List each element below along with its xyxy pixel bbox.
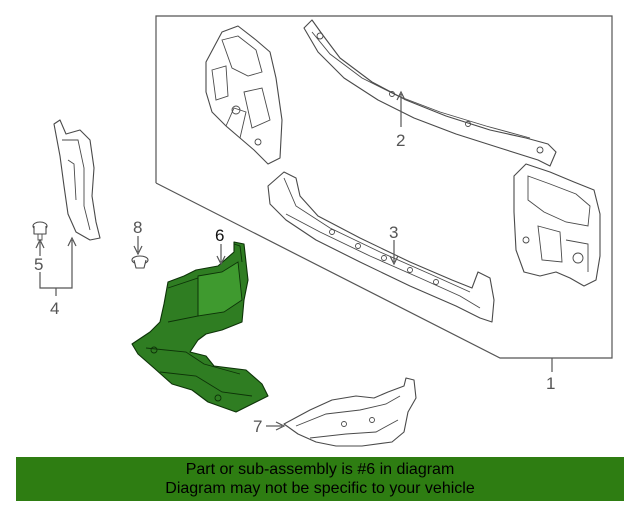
callout-1: 1 xyxy=(546,374,555,393)
air-guide xyxy=(53,119,101,241)
bolt xyxy=(32,221,48,241)
callout-4: 4 xyxy=(50,299,59,318)
callout-8: 8 xyxy=(133,218,142,237)
lower-shield xyxy=(283,377,417,447)
lower-tie-bar xyxy=(267,171,495,323)
leader-lines xyxy=(35,90,406,431)
info-banner: Part or sub-assembly is #6 in diagram Di… xyxy=(16,457,624,501)
assembly-frame xyxy=(155,15,613,372)
callout-7: 7 xyxy=(253,417,262,436)
banner-line-1: Part or sub-assembly is #6 in diagram xyxy=(185,461,455,478)
left-side-panel xyxy=(205,25,283,165)
callout-6: 6 xyxy=(215,226,224,245)
lower-engine-cover-highlighted xyxy=(131,241,269,413)
right-side-panel xyxy=(513,163,601,287)
banner-line-2: Diagram may not be specific to your vehi… xyxy=(165,480,475,497)
callout-labels: 1 2 3 4 5 6 7 8 xyxy=(34,131,555,436)
clip xyxy=(131,255,149,269)
upper-tie-bar xyxy=(303,19,557,167)
callout-5: 5 xyxy=(34,255,43,274)
callout-3: 3 xyxy=(389,223,398,242)
callout-2: 2 xyxy=(396,131,405,150)
